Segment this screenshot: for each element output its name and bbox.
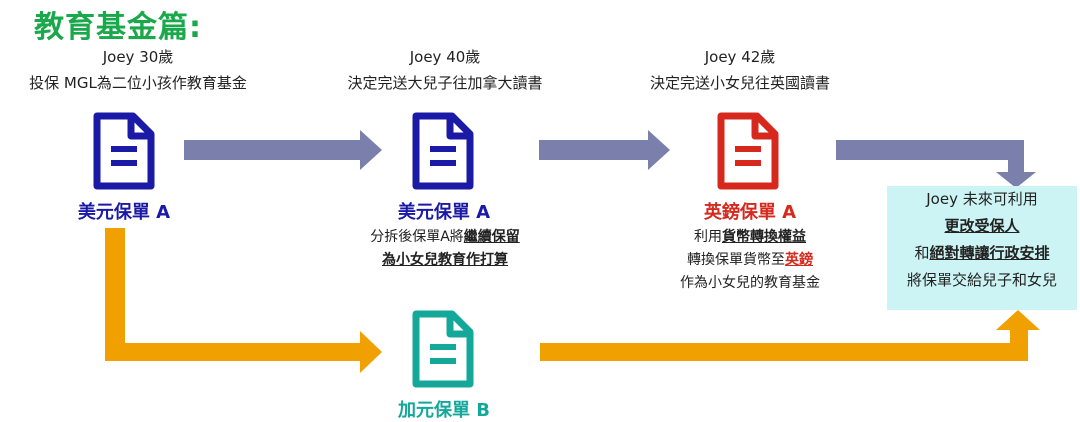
plan-label-gbp-a: 英鎊保單 A xyxy=(703,202,797,223)
page-title: 教育基金篇: xyxy=(34,10,202,45)
stage-age: Joey 42歲 xyxy=(704,48,776,66)
usd-note-line2: 為小女兒教育作打算 xyxy=(382,252,508,268)
result-line3: 和絕對轉讓行政安排 xyxy=(914,244,1050,262)
stage-header-40: Joey 40歲 決定完送大兒子往加拿大讀書 xyxy=(320,44,570,96)
arrow-cad-to-result xyxy=(540,310,1040,361)
result-line2: 更改受保人 xyxy=(944,217,1020,235)
result-line4: 將保單交給兒子和女兒 xyxy=(906,271,1057,289)
plan-label-usd-a: 美元保單 A xyxy=(77,202,171,223)
gbp-note-line2: 轉換保單貨幣至英鎊 xyxy=(687,252,813,268)
arrow-usd-to-usd xyxy=(184,130,382,170)
result-line1: Joey 未來可利用 xyxy=(926,190,1038,208)
gbp-note-line1: 利用貨幣轉換權益 xyxy=(694,229,806,245)
arrow-gbp-to-result xyxy=(836,140,1036,188)
stage-header-30: Joey 30歲 投保 MGL為二位小孩作教育基金 xyxy=(20,44,256,96)
gbp-note-line3: 作為小女兒的教育基金 xyxy=(680,275,820,291)
stage-age: Joey 30歲 xyxy=(102,48,174,66)
gbp-note: 利用貨幣轉換權益 轉換保單貨幣至英鎊 作為小女兒的教育基金 xyxy=(650,226,850,295)
plan-label-cad-b: 加元保單 B xyxy=(398,400,490,421)
stage-event: 決定完送大兒子往加拿大讀書 xyxy=(347,74,543,92)
document-icon xyxy=(412,112,474,194)
document-icon xyxy=(93,112,155,194)
result-box: Joey 未來可利用 更改受保人 和絕對轉讓行政安排 將保單交給兒子和女兒 xyxy=(887,186,1077,310)
stage-event: 投保 MGL為二位小孩作教育基金 xyxy=(29,74,247,92)
usd-note-line1: 分拆後保單A將繼續保留 xyxy=(370,229,520,245)
document-icon xyxy=(717,112,779,194)
arrow-usd-to-gbp xyxy=(539,130,670,170)
stage-event: 決定完送小女兒往英國讀書 xyxy=(649,74,830,92)
stage-age: Joey 40歲 xyxy=(409,48,481,66)
arrow-usd-to-cad xyxy=(105,228,382,373)
document-icon xyxy=(412,310,474,392)
stage-header-42: Joey 42歲 決定完送小女兒往英國讀書 xyxy=(620,44,860,96)
plan-label-usd-a-split: 美元保單 A xyxy=(397,202,491,223)
usd-note: 分拆後保單A將繼續保留 為小女兒教育作打算 xyxy=(340,226,550,272)
